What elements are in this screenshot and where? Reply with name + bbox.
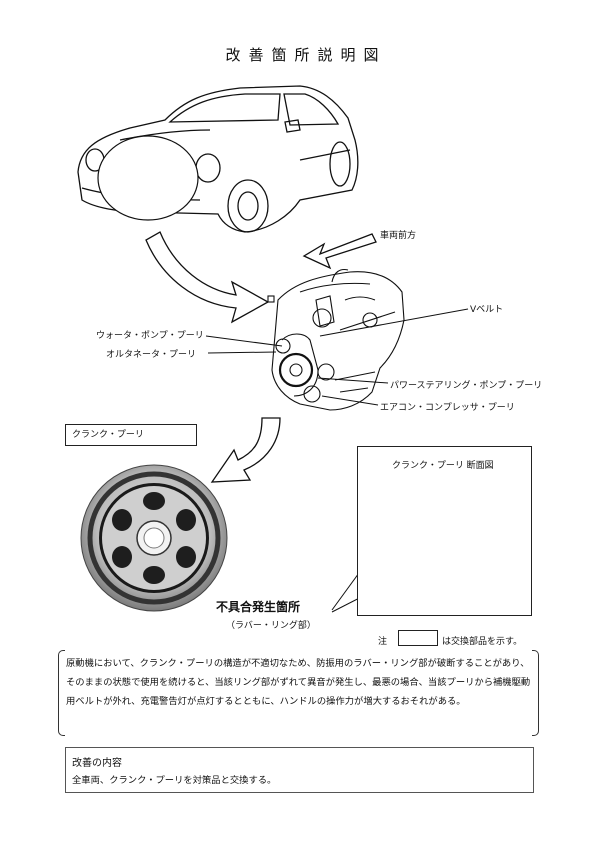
improvement-box: 改善の内容 全車両、クランク・プーリを対策品と交換する。 [65, 747, 534, 793]
label-aircon-pulley: エアコン・コンプレッサ・プーリ [380, 403, 515, 413]
rubber-ring-label: （ラバー・リング部） [226, 621, 316, 631]
label-v-belt: Vベルト [470, 305, 504, 315]
section-view-title: クランク・プーリ 断面図 [392, 461, 494, 471]
description-text: 原動機において、クランク・プーリの構造が不適切なため、防振用のラバー・リング部が… [66, 658, 531, 707]
note-prefix: 注 [378, 637, 388, 647]
improvement-body: 全車両、クランク・プーリを対策品と交換する。 [72, 775, 277, 786]
vehicle-front-arrow [302, 233, 377, 270]
defect-location-label: 不具合発生箇所 [216, 600, 301, 614]
label-water-pump-pulley: ウォータ・ポンプ・プーリ [96, 331, 204, 341]
bracket-left [58, 650, 65, 736]
note-suffix: は交換部品を示す。 [442, 637, 523, 647]
curved-arrow-down [145, 231, 270, 324]
label-vehicle-front: 車両前方 [380, 231, 417, 241]
label-alternator-pulley: オルタネータ・プーリ [106, 350, 197, 360]
bracket-right [532, 650, 539, 736]
engine-illustration [267, 268, 405, 411]
leader-lines [205, 308, 469, 406]
crank-pulley-label-box: クランク・プーリ [65, 424, 197, 446]
curved-arrow-to-pulley [210, 417, 281, 483]
improvement-heading: 改善の内容 [72, 758, 122, 769]
section-view-box [357, 446, 532, 616]
page-title: 改善箇所説明図 [225, 46, 387, 64]
crank-pulley-image [80, 464, 228, 612]
note-legend-box [398, 630, 438, 646]
crank-pulley-label: クランク・プーリ [72, 430, 144, 440]
emblem-cover [97, 135, 199, 221]
label-power-steering-pulley: パワーステアリング・ポンプ・プーリ [390, 381, 543, 391]
